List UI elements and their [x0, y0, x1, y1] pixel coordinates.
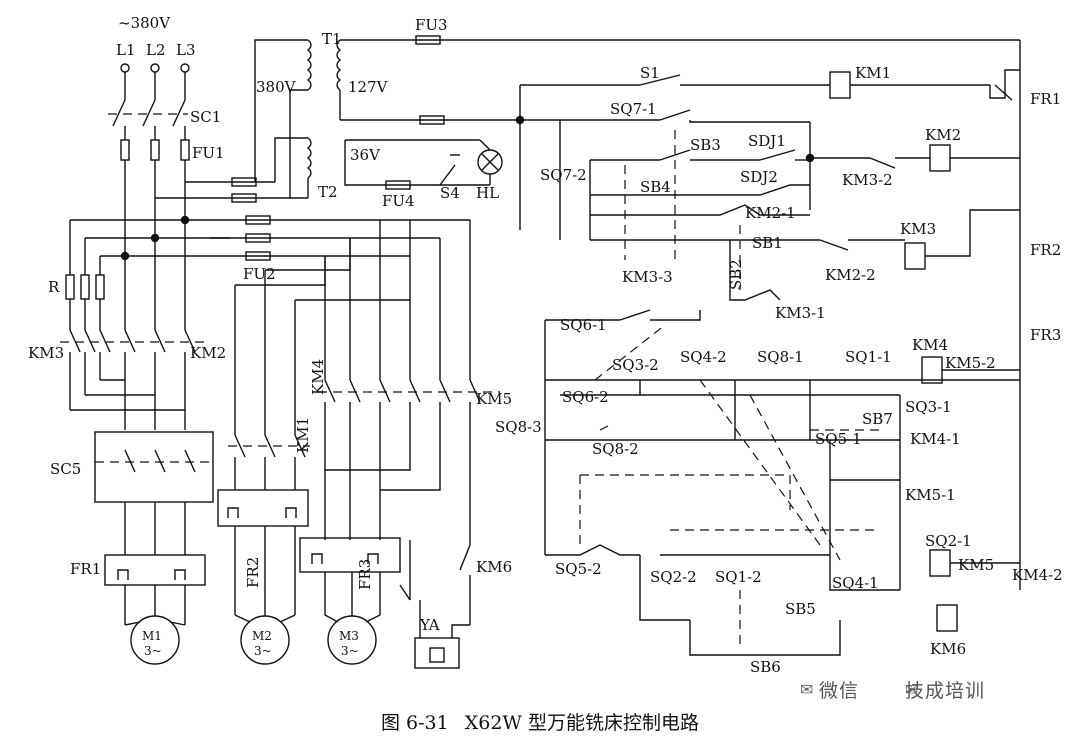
label-SC5: SC5: [50, 460, 81, 478]
label-SQ5-1: SQ5-1: [815, 430, 862, 448]
diagram-labels: ~380V L1 L2 L3 SC1 FU1 R KM3 KM2 SC5 FR1…: [28, 14, 1063, 676]
watermark-right: 技成培训: [905, 680, 986, 702]
label-SQ6-1: SQ6-1: [560, 316, 607, 334]
label-SB3: SB3: [690, 136, 721, 154]
label-SDJ1: SDJ1: [748, 132, 786, 150]
label-SQ2-1: SQ2-1: [925, 532, 972, 550]
label-KM1-coil: KM1: [855, 64, 891, 82]
label-SQ2-2: SQ2-2: [650, 568, 697, 586]
label-KM3-main: KM3: [28, 344, 64, 362]
label-KM5-coil: KM5: [958, 556, 994, 574]
label-SQ3-2: SQ3-2: [612, 356, 659, 374]
label-KM1-main: KM1: [294, 417, 312, 453]
label-SC1: SC1: [190, 108, 221, 126]
label-SQ5-2: SQ5-2: [555, 560, 602, 578]
label-SDJ2: SDJ2: [740, 168, 778, 186]
wechat-icon-2: ✉: [905, 680, 919, 699]
label-KM2-2: KM2-2: [825, 266, 876, 284]
control-circuit: [515, 40, 1021, 656]
label-SB5: SB5: [785, 600, 816, 618]
label-KM3-2: KM3-2: [842, 171, 893, 189]
label-KM5-main: KM5: [476, 390, 512, 408]
label-380V: 380V: [256, 78, 297, 96]
wechat-icon: ✉: [800, 680, 814, 699]
label-FU4: FU4: [382, 192, 415, 210]
label-L2: L2: [146, 41, 166, 59]
label-KM5-2: KM5-2: [945, 354, 996, 372]
label-KM4-coil: KM4: [912, 336, 948, 354]
label-M1-phase: 3~: [144, 644, 162, 658]
label-FU1: FU1: [192, 144, 225, 162]
label-S1: S1: [640, 64, 660, 82]
label-SQ8-1: SQ8-1: [757, 348, 804, 366]
label-S4: S4: [440, 184, 460, 202]
label-SQ4-2: SQ4-2: [680, 348, 727, 366]
label-FR1-main: FR1: [70, 560, 101, 578]
watermark: 微信 技成培训: [795, 676, 985, 703]
label-SQ8-3: SQ8-3: [495, 418, 542, 436]
label-KM3-3: KM3-3: [622, 268, 673, 286]
label-M1: M1: [142, 629, 162, 643]
figure-caption: 图 6-31 X62W 型万能铣床控制电路: [0, 708, 1080, 735]
watermark-left: 微信: [819, 680, 860, 702]
label-SQ8-2: SQ8-2: [592, 440, 639, 458]
label-36V: 36V: [350, 146, 381, 164]
label-KM2-1: KM2-1: [745, 204, 796, 222]
label-KM4-main: KM4: [309, 359, 327, 395]
label-KM5-1: KM5-1: [905, 486, 956, 504]
label-T2: T2: [318, 183, 338, 201]
label-SQ1-2: SQ1-2: [715, 568, 762, 586]
label-127V: 127V: [348, 78, 389, 96]
label-FU3: FU3: [415, 16, 448, 34]
label-SQ4-1: SQ4-1: [832, 574, 879, 592]
label-FR3-ctl: FR3: [1030, 326, 1061, 344]
figure-title: X62W 型万能铣床控制电路: [464, 712, 699, 734]
label-supply: ~380V: [118, 14, 171, 32]
label-KM2-coil: KM2: [925, 126, 961, 144]
label-SB1: SB1: [752, 234, 783, 252]
power-circuit: [60, 35, 1020, 669]
label-SB4: SB4: [640, 178, 671, 196]
label-SQ6-2: SQ6-2: [562, 388, 609, 406]
label-FR2-ctl: FR2: [1030, 241, 1061, 259]
label-M2-phase: 3~: [254, 644, 272, 658]
label-SB7: SB7: [862, 410, 893, 428]
label-R: R: [48, 278, 60, 296]
label-T1: T1: [322, 30, 342, 48]
label-KM3-coil: KM3: [900, 220, 936, 238]
label-SQ7-1: SQ7-1: [610, 100, 657, 118]
label-FU2: FU2: [243, 265, 276, 283]
label-SQ3-1: SQ3-1: [905, 398, 952, 416]
label-L3: L3: [176, 41, 196, 59]
label-L1: L1: [116, 41, 136, 59]
label-SQ1-1: SQ1-1: [845, 348, 892, 366]
label-SB2: SB2: [727, 259, 745, 290]
label-HL: HL: [476, 184, 499, 202]
label-M3: M3: [339, 629, 359, 643]
label-FR2-main: FR2: [244, 557, 262, 588]
label-KM2-main: KM2: [190, 344, 226, 362]
label-FR1-ctl: FR1: [1030, 90, 1061, 108]
label-SB6: SB6: [750, 658, 781, 676]
label-KM4-1: KM4-1: [910, 430, 961, 448]
label-YA: YA: [419, 616, 440, 634]
label-FR3-main: FR3: [356, 559, 374, 590]
label-KM6-main: KM6: [476, 558, 512, 576]
label-M2: M2: [252, 629, 272, 643]
label-KM4-2: KM4-2: [1012, 566, 1063, 584]
label-KM6-coil: KM6: [930, 640, 966, 658]
figure-number: 图 6-31: [380, 712, 449, 734]
label-SQ7-2: SQ7-2: [540, 166, 587, 184]
label-M3-phase: 3~: [341, 644, 359, 658]
label-KM3-1: KM3-1: [775, 304, 826, 322]
